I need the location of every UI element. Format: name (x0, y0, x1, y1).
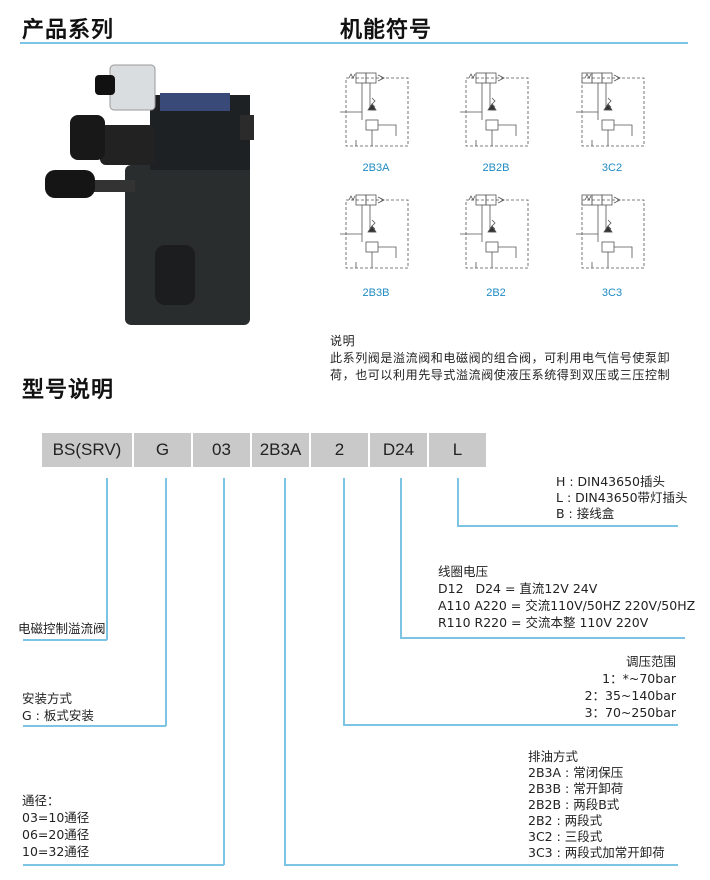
plug-b: B : 接线盒 (556, 506, 615, 521)
pressure-title: 调压范围 (625, 654, 676, 669)
size-line-2: 06=20通径 (22, 827, 90, 842)
header-rule (20, 42, 688, 44)
valve-product-image (45, 64, 254, 325)
pressure-line-1: 1：*~70bar (602, 671, 676, 686)
leader-plug (457, 478, 459, 526)
symbol-label: 2B3B (362, 287, 390, 299)
voltage-line-3: R110 R220 = 交流本整 110V 220V (438, 615, 649, 630)
model-description-heading: 型号说明 (22, 378, 115, 403)
hydraulic-symbol-3c3 (576, 194, 645, 269)
size-line-3: 10=32通径 (22, 844, 90, 859)
leader-size (223, 478, 225, 865)
series-name: 电磁控制溢流阀 (18, 621, 106, 636)
symbol-label: 3C3 (601, 287, 623, 299)
symbol-label: 2B2B (482, 162, 510, 174)
code-drain: 2B3A (252, 433, 309, 467)
hydraulic-symbol-2b3a (340, 72, 409, 147)
size-title: 通径： (22, 793, 60, 808)
symbol-label: 3C2 (601, 162, 623, 174)
drain-title: 排油方式 (528, 749, 579, 764)
leader-plug-h (457, 525, 678, 527)
symbol-label: 2B3A (362, 162, 390, 174)
drain-line-6: 3C3 : 两段式加常开卸荷 (528, 845, 665, 860)
product-series-heading: 产品系列 (22, 18, 115, 43)
drain-line-3: 2B2B : 两段B式 (528, 797, 620, 812)
leader-drain (284, 478, 286, 865)
pressure-line-2: 2：35~140bar (584, 688, 676, 703)
hydraulic-symbol-2b3b (340, 194, 409, 269)
code-voltage: D24 (370, 433, 427, 467)
drain-line-5: 3C2 : 三段式 (528, 829, 603, 844)
mount-line-1: G : 板式安装 (22, 708, 94, 723)
code-plug: L (429, 433, 486, 467)
leader-drain-h (284, 864, 678, 866)
leader-voltage-h (400, 637, 685, 639)
voltage-line-2: A110 A220 = 交流110V/50HZ 220V/50HZ (438, 598, 696, 613)
leader-size-h (23, 864, 224, 866)
function-symbols-heading: 机能符号 (340, 18, 433, 43)
drain-line-4: 2B2 : 两段式 (528, 813, 603, 828)
code-mount: G (134, 433, 191, 467)
code-pressure: 2 (311, 433, 368, 467)
leader-series (106, 478, 108, 640)
plug-h: H : DIN43650插头 (556, 474, 665, 489)
voltage-title: 线圈电压 (438, 564, 489, 579)
pressure-line-3: 3：70~250bar (584, 705, 676, 720)
note-line-2: 荷，也可以利用先导式溢流阀使液压系统得到双压或三压控制 (330, 368, 671, 382)
leader-mount-h (23, 725, 166, 727)
mount-title: 安装方式 (22, 691, 73, 706)
drain-line-1: 2B3A : 常闭保压 (528, 765, 624, 780)
code-size: 03 (193, 433, 250, 467)
symbol-label: 2B2 (486, 287, 506, 299)
plug-l: L : DIN43650带灯插头 (556, 490, 688, 505)
note-line-1: 此系列阀是溢流阀和电磁阀的组合阀，可利用电气信号使泵卸 (330, 351, 671, 365)
leader-pressure (343, 478, 345, 725)
hydraulic-symbol-3c2 (576, 72, 645, 147)
size-line-1: 03=10通径 (22, 810, 90, 825)
drain-line-2: 2B3B : 常开卸荷 (528, 781, 624, 796)
voltage-line-1: D12 D24 = 直流12V 24V (438, 581, 598, 596)
hydraulic-symbol-2b2b (460, 72, 529, 147)
leader-mount (165, 478, 167, 726)
leader-series-h (23, 639, 107, 641)
hydraulic-symbol-2b2 (460, 194, 529, 269)
code-series: BS(SRV) (42, 433, 132, 467)
leader-pressure-h (343, 724, 678, 726)
note-title: 说明 (330, 334, 356, 348)
leader-voltage (400, 478, 402, 638)
